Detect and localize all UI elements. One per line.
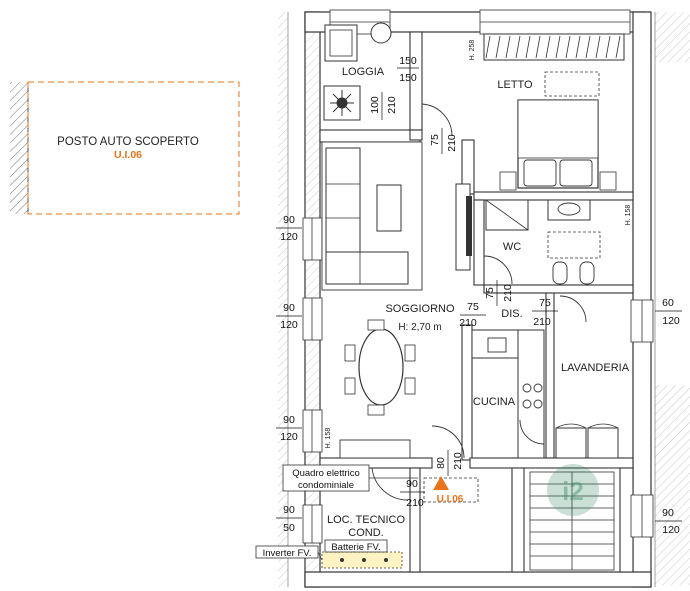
loggia-label: LOGGIA bbox=[342, 66, 385, 78]
left-windows bbox=[302, 9, 654, 544]
letto-label: LETTO bbox=[497, 79, 533, 91]
dim-left2-w: 90 bbox=[283, 302, 295, 314]
bedroom-room: LETTO H. 258 bbox=[469, 33, 625, 191]
living-room: SOGGIORNO H: 2,70 m H. 158 bbox=[321, 141, 472, 459]
dim-door1-w: 75 bbox=[429, 134, 441, 146]
stairs bbox=[529, 471, 615, 571]
entry-arrow-icon bbox=[433, 476, 449, 490]
dim-wc-door-h: 210 bbox=[502, 284, 514, 302]
dim-tech-w: 90 bbox=[406, 478, 418, 490]
cucina-label: CUCINA bbox=[473, 396, 516, 408]
soggiorno-height: H: 2,70 m bbox=[398, 322, 441, 333]
interior-walls bbox=[319, 31, 634, 573]
dim-right1-w: 60 bbox=[662, 297, 674, 309]
parking-unit-label: U.I.06 bbox=[114, 149, 142, 161]
dim-loggia-h1: 150 bbox=[399, 72, 417, 84]
dim-entry-w: 80 bbox=[435, 457, 447, 469]
dim-dis-door-w: 75 bbox=[467, 301, 479, 313]
dim-wc-door-w: 75 bbox=[484, 287, 496, 299]
dim-lav-door-h: 210 bbox=[533, 316, 551, 328]
quadro-tag-line2: condominiale bbox=[298, 480, 354, 491]
quadro-tag-line1: Quadro elettrico bbox=[292, 468, 360, 479]
parking-title: POSTO AUTO SCOPERTO bbox=[57, 136, 199, 148]
entry-unit-label: U.I.06 bbox=[437, 494, 464, 505]
soggiorno-label: SOGGIORNO bbox=[385, 303, 455, 315]
wc-room: WC H. 158 bbox=[485, 199, 632, 285]
dim-lav-door-w: 75 bbox=[539, 297, 551, 309]
dim-left4-w: 90 bbox=[283, 504, 295, 516]
tech-room: LOC. TECNICO COND. Quadro elettrico cond… bbox=[255, 464, 418, 569]
dim-loggia-w1: 150 bbox=[399, 55, 417, 67]
logo-text: i2 bbox=[562, 476, 584, 506]
parking-space: POSTO AUTO SCOPERTO U.I.06 bbox=[10, 81, 240, 215]
dis-label: DIS. bbox=[501, 308, 522, 320]
plant-icon bbox=[323, 85, 361, 121]
dim-left1-w: 90 bbox=[283, 214, 295, 226]
soggiorno-window-height: H. 158 bbox=[325, 428, 332, 449]
dim-left3-h: 120 bbox=[280, 431, 298, 443]
dim-tech-h: 210 bbox=[406, 497, 424, 509]
company-logo: i2 bbox=[547, 464, 599, 516]
loc-tecnico-label: LOC. TECNICO bbox=[327, 514, 405, 526]
dim-loggia-w2: 100 bbox=[369, 96, 381, 114]
dim-dis-door-h: 210 bbox=[459, 317, 477, 329]
letto-window-height: H. 258 bbox=[469, 40, 476, 61]
laundry-room: LAVANDERIA bbox=[555, 362, 630, 459]
wc-label: WC bbox=[503, 241, 521, 253]
wc-window-height: H. 158 bbox=[625, 205, 632, 226]
lavanderia-label: LAVANDERIA bbox=[561, 362, 630, 374]
inverter-tag: Inverter FV. bbox=[263, 548, 312, 559]
dim-left3-w: 90 bbox=[283, 414, 295, 426]
kitchen-room: CUCINA bbox=[471, 329, 545, 459]
dim-left2-h: 120 bbox=[280, 319, 298, 331]
dim-left4-h: 50 bbox=[283, 522, 295, 534]
loggia-room: LOGGIA bbox=[323, 22, 392, 121]
entry-marker: U.I.06 bbox=[423, 476, 479, 505]
door-swings bbox=[371, 103, 587, 501]
loc-tecnico-cond-label: COND. bbox=[348, 527, 383, 539]
dim-right2-w: 90 bbox=[662, 507, 674, 519]
dim-loggia-h2: 210 bbox=[386, 96, 398, 114]
dim-door1-h: 210 bbox=[446, 134, 458, 152]
dim-right2-h: 120 bbox=[662, 524, 680, 536]
dimension-labels: 150 150 100 210 75 210 90 120 90 120 90 … bbox=[276, 55, 682, 536]
dim-entry-h: 210 bbox=[452, 452, 464, 470]
batterie-tag: Batterie FV. bbox=[331, 542, 380, 553]
dim-left1-h: 120 bbox=[280, 231, 298, 243]
dim-right1-h: 120 bbox=[662, 315, 680, 327]
